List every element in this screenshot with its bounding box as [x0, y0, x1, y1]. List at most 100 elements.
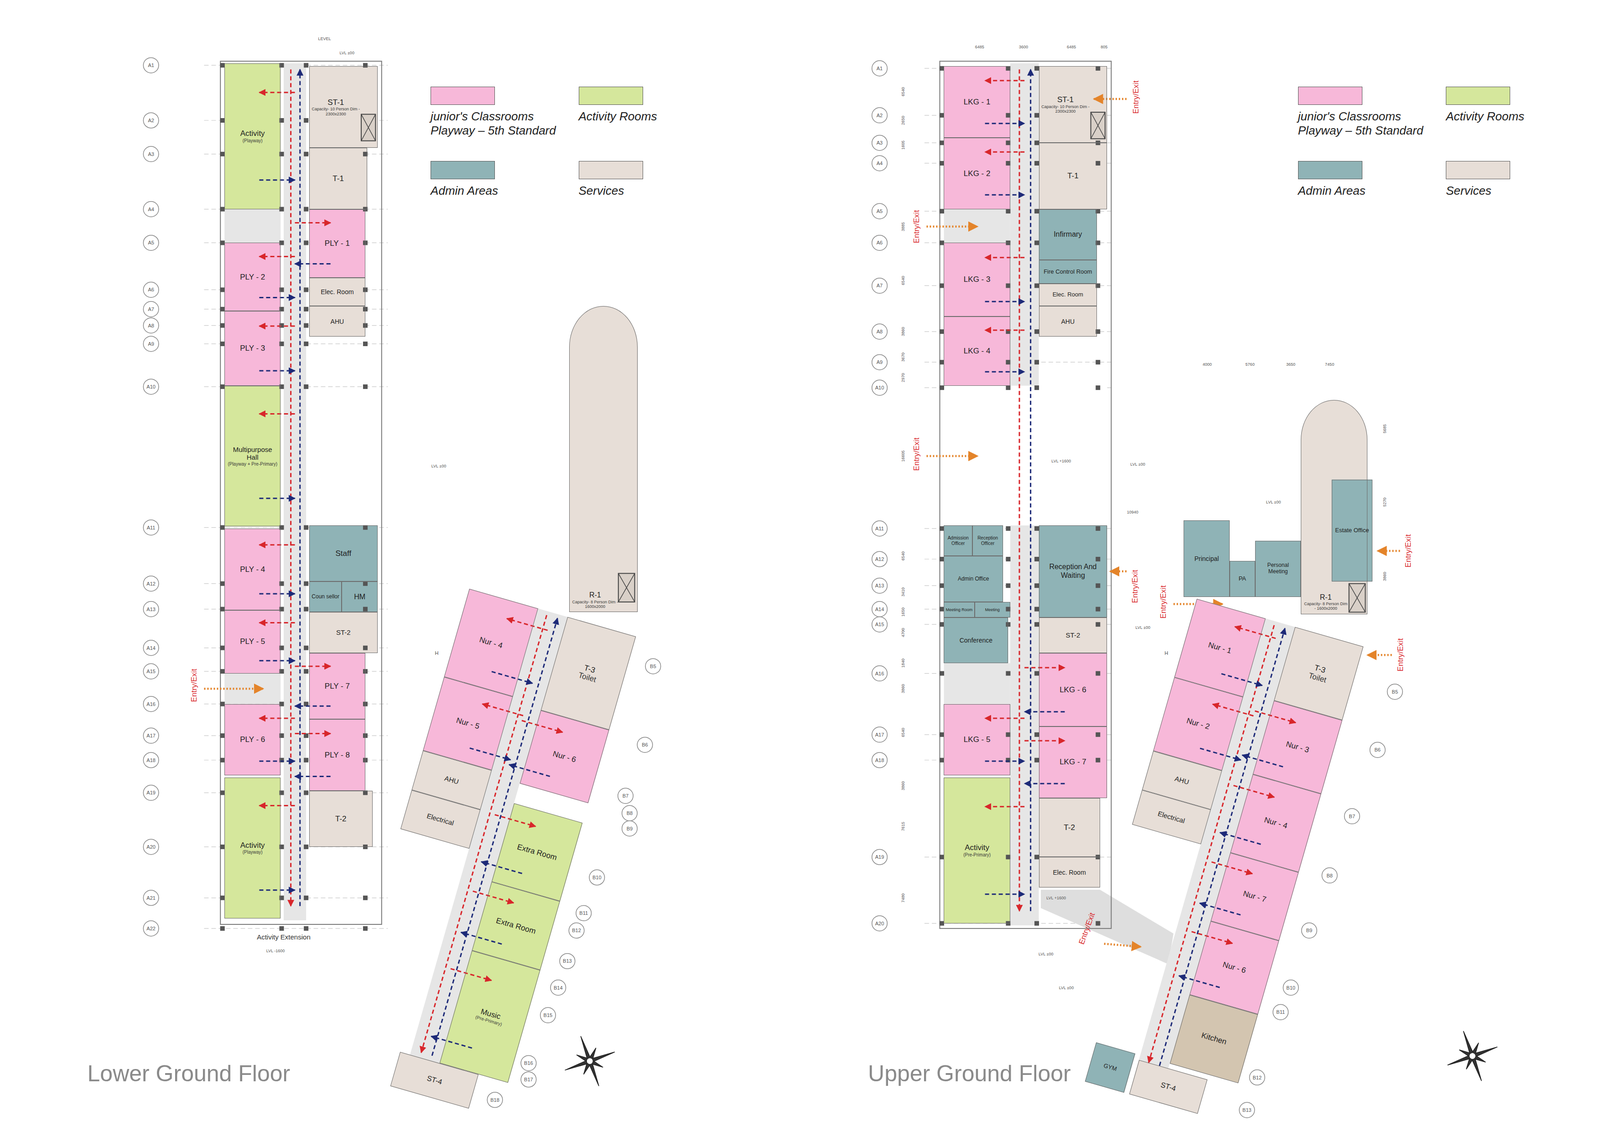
lift-cross [361, 114, 376, 141]
column [363, 323, 368, 328]
circulation-arrow [431, 618, 558, 1056]
room-label: LKG - 4 [963, 346, 991, 356]
room-label: ST-4 [425, 1074, 444, 1087]
circulation-arrow [259, 593, 295, 595]
plan-note: LVL ±00 [431, 464, 447, 469]
grid-label: A5 [147, 240, 154, 246]
lift-box [1349, 583, 1366, 613]
room-fill [1038, 259, 1098, 284]
circulation-arrows [385, 604, 593, 1066]
column [303, 758, 309, 763]
room-label: Nur - 1 [1207, 640, 1233, 656]
circulation-arrow [259, 325, 295, 328]
grid-label: A20 [875, 920, 885, 926]
entry-exit-label: Entry/Exit [912, 209, 921, 244]
grid-bubble [143, 317, 159, 334]
floor-caption: Lower Ground Floor [87, 1062, 291, 1086]
service-room: T-1 [309, 147, 368, 209]
grid-bubble [872, 135, 888, 151]
circulation-arrows [1112, 615, 1320, 1076]
column [279, 581, 284, 587]
grid-label: A7 [147, 306, 154, 312]
room-label: Meeting [985, 607, 1000, 613]
classroom-room: PLY - 8 [309, 719, 366, 791]
grid-label: B18 [490, 1097, 500, 1103]
room-fill [224, 704, 281, 776]
circulation-arrow [1093, 98, 1127, 101]
column [363, 733, 368, 738]
room-label: PLY - 7 [324, 681, 350, 691]
circulation-arrow [926, 455, 978, 458]
column [363, 306, 368, 312]
admin-room: GYM [1085, 1042, 1136, 1094]
column [303, 306, 309, 312]
wall-outline [940, 61, 1112, 929]
plan-note: LVL ±00 [1038, 951, 1054, 956]
column [303, 607, 309, 612]
room-fill [1038, 306, 1098, 337]
grid-bubble [872, 155, 888, 172]
room-fill [540, 617, 637, 730]
classroom-room: LKG - 2 [943, 137, 1010, 210]
circulation-arrow [1367, 654, 1393, 657]
admin-room: Conference [943, 617, 1008, 664]
entry-exit-label: Entry/Exit [1132, 80, 1140, 114]
room-fill [309, 581, 343, 613]
circulation-arrow [1200, 748, 1241, 761]
classroom-room: PLY - 1 [309, 209, 366, 278]
grid-bubble [143, 301, 159, 317]
column [1095, 758, 1101, 763]
grid-label: A15 [875, 622, 885, 628]
column [363, 844, 368, 850]
room-fill [943, 316, 1010, 386]
service-room: Elec. Room [1038, 283, 1098, 307]
room-fill [444, 588, 539, 697]
circulation-arrow [1018, 69, 1021, 912]
dimension-label: 6485 [975, 44, 985, 49]
service-room: R-1Capacity- 8 Person Dim - 1600x2000 [569, 306, 638, 613]
grid-bubble [872, 727, 888, 743]
service-room: Elec. Room [309, 277, 366, 307]
circulation-arrow [295, 775, 331, 778]
circulation-arrow [431, 1036, 473, 1049]
column [363, 926, 368, 931]
grid-label: A6 [147, 287, 154, 293]
wing-frame: Nur - 4T-3ToiletNur - 5Nur - 6AHUElectri… [330, 588, 637, 1123]
room-fill [224, 63, 281, 210]
service-room: T-2 [1038, 798, 1101, 858]
dimension-label: 3860 [900, 781, 905, 791]
grid-bubble [568, 923, 585, 939]
room-fill [1132, 790, 1211, 845]
dimension-label: 5760 [1245, 362, 1255, 367]
service-room: ST-1Capacity- 10 Person Dim - 2300x2300 [309, 66, 378, 148]
column [363, 701, 368, 707]
lift-box [361, 114, 376, 141]
column [1005, 622, 1011, 627]
room-fill [224, 528, 281, 611]
room-label: ST-2 [1065, 631, 1081, 639]
grid-label: A1 [876, 65, 883, 71]
legend-entry: Services [1445, 161, 1590, 198]
entry-exit-label: Entry/Exit [1396, 638, 1404, 672]
room-label: Infirmary [1053, 230, 1082, 239]
dimension-label: 5685 [1382, 424, 1387, 434]
circulation-arrow [1024, 711, 1065, 713]
compass-hub [585, 1057, 594, 1066]
grid-label: A13 [146, 606, 156, 612]
circulation-arrow [985, 256, 1025, 259]
grid-label: B8 [626, 810, 633, 816]
column [363, 240, 368, 245]
grid-label: B9 [1306, 928, 1313, 934]
column [303, 790, 309, 795]
legend-entry: junior's Classrooms Playway – 5th Standa… [1298, 86, 1442, 138]
room-fill [224, 242, 281, 312]
room-fill [309, 790, 373, 847]
circulation-arrow [461, 932, 502, 945]
grid-label: A14 [875, 606, 885, 612]
grid-label: A20 [146, 844, 156, 850]
room-fills [1060, 598, 1364, 1123]
classroom-room: PLY - 4 [224, 528, 281, 611]
grid-bubble [622, 805, 638, 821]
grid-bubble [1283, 980, 1299, 996]
legend-swatch [578, 86, 644, 105]
